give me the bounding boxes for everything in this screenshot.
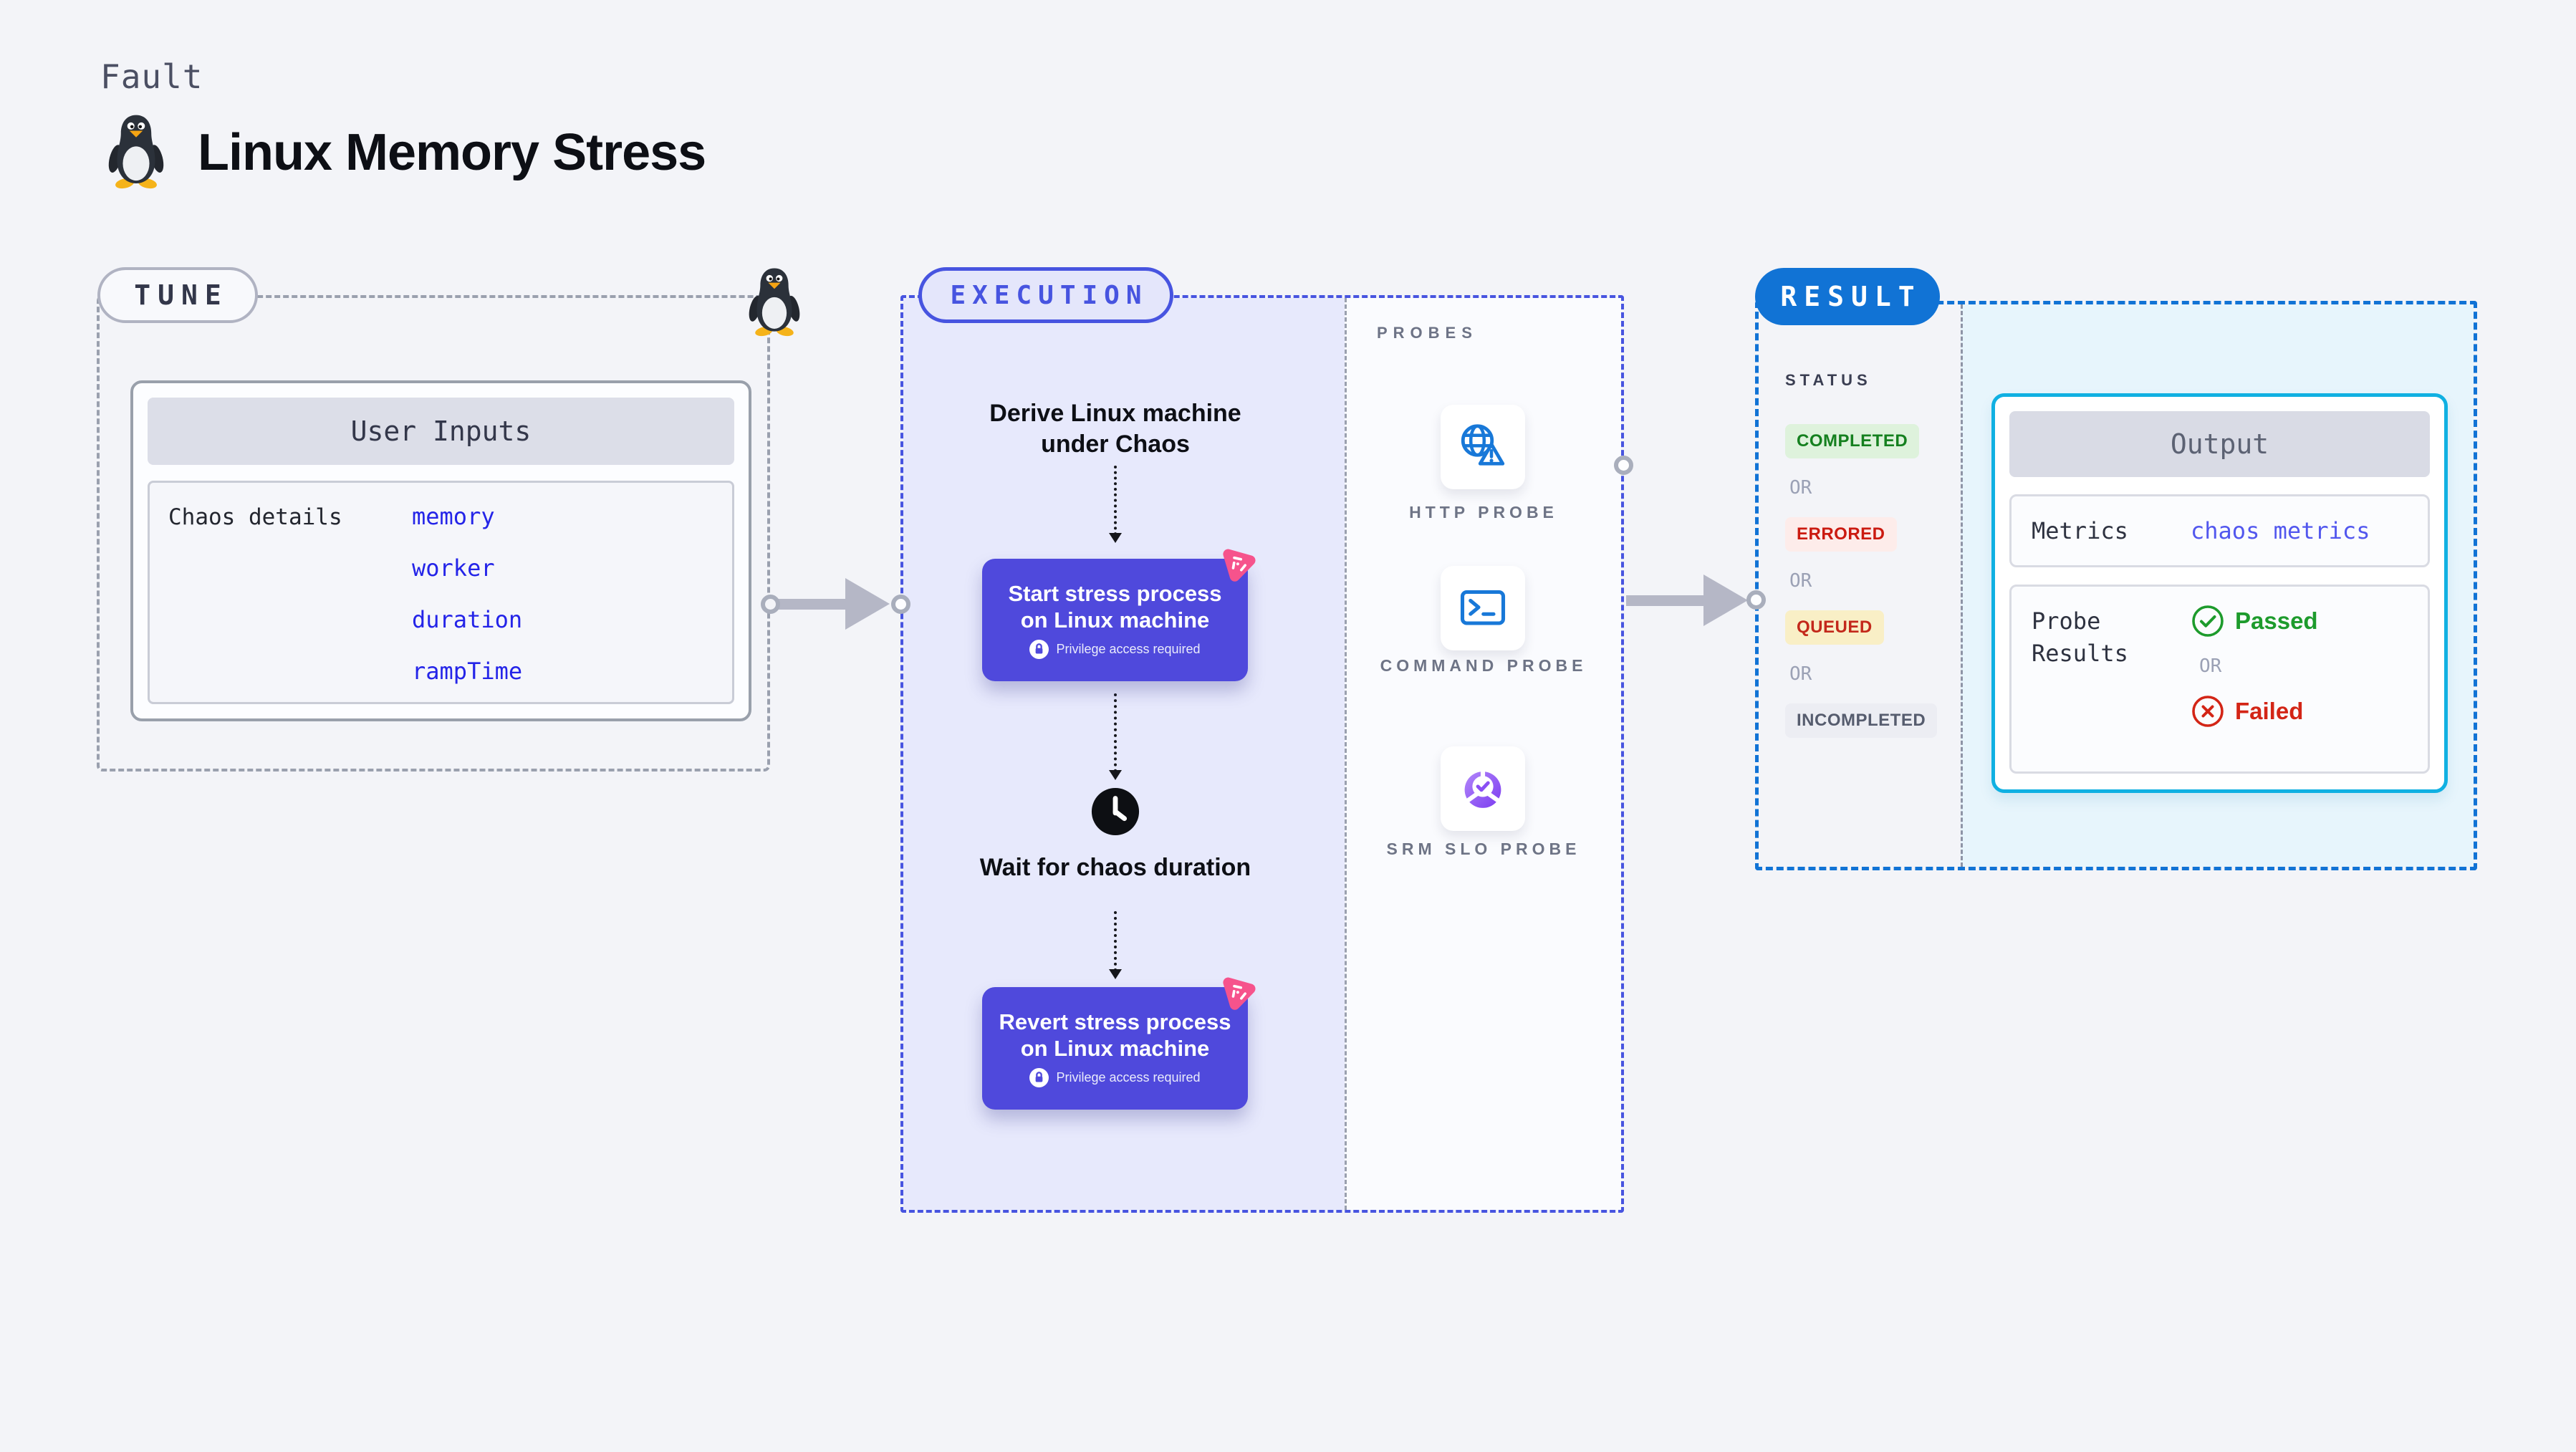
status-badge-errored: ERRORED — [1785, 517, 1897, 552]
failed-label: Failed — [2235, 698, 2304, 724]
metrics-row: Metrics chaos metrics — [2009, 494, 2430, 567]
probe-results-label: Probe Results — [2032, 607, 2128, 667]
linux-tux-corner-icon — [745, 266, 804, 337]
tune-section-pill: TUNE — [97, 267, 258, 323]
arrow-execution-to-result-head — [1703, 574, 1748, 626]
command-probe-label: COMMAND PROBE — [1380, 656, 1587, 675]
connector-dot — [1614, 456, 1633, 475]
privilege-badge: Privilege access required — [1029, 1068, 1201, 1087]
value-ramptime: rampTime — [412, 658, 523, 685]
fault-kicker: Fault — [100, 57, 203, 96]
privilege-badge: Privilege access required — [1029, 640, 1201, 659]
output-card-title: Output — [2009, 411, 2430, 477]
or-label: OR — [1789, 663, 1812, 685]
chaos-details-values: memory worker duration rampTime — [412, 503, 522, 685]
metrics-label: Metrics — [2032, 517, 2128, 544]
arrow-execution-to-result — [1626, 595, 1703, 606]
user-inputs-title: User Inputs — [148, 398, 734, 465]
or-label: OR — [2199, 655, 2222, 677]
status-title: STATUS — [1785, 371, 1872, 389]
chaos-logo-icon — [1216, 971, 1263, 1015]
user-inputs-card: User Inputs Chaos details memory worker … — [130, 380, 751, 721]
wait-duration-text: Wait for chaos duration — [979, 854, 1251, 881]
status-badge-queued: QUEUED — [1785, 610, 1884, 645]
http-probe-label: HTTP PROBE — [1409, 503, 1558, 521]
srm-slo-probe-icon — [1464, 769, 1501, 808]
srm-slo-probe-card — [1441, 746, 1525, 831]
value-worker: worker — [412, 554, 495, 582]
or-label: OR — [1789, 477, 1812, 499]
probe-results-values: Passed OR Failed — [2191, 604, 2318, 729]
lock-icon — [1029, 640, 1049, 659]
value-duration: duration — [412, 606, 523, 633]
flow-dotted-arrow — [1109, 693, 1122, 780]
derive-machine-text: Derive Linux machine under Chaos — [989, 400, 1241, 458]
linux-tux-icon — [105, 113, 168, 189]
passed-label: Passed — [2235, 607, 2318, 634]
tune-section-box — [97, 295, 770, 771]
page-title: Linux Memory Stress — [198, 124, 706, 181]
metrics-value-link: chaos metrics — [2191, 517, 2370, 544]
arrow-tune-to-execution — [774, 599, 845, 610]
revert-stress-node-title: Revert stress process on Linux machine — [999, 1009, 1231, 1061]
http-probe-icon — [1461, 424, 1505, 466]
privilege-badge-text: Privilege access required — [1056, 641, 1201, 656]
chaos-details-label: Chaos details — [168, 504, 342, 530]
command-probe-icon — [1460, 590, 1506, 625]
check-circle-icon — [2192, 605, 2224, 637]
command-probe-card — [1441, 566, 1525, 650]
arrow-tune-to-execution-head — [845, 578, 890, 630]
status-column — [1759, 304, 1961, 867]
start-stress-node: Start stress process on Linux machine Pr… — [982, 559, 1248, 681]
probe-result-failed: Failed — [2191, 694, 2318, 729]
connector-dot — [891, 595, 910, 614]
http-probe-card — [1441, 405, 1525, 489]
privilege-badge-text: Privilege access required — [1056, 1069, 1201, 1085]
srm-slo-probe-label: SRM SLO PROBE — [1386, 840, 1581, 858]
flow-dotted-arrow — [1109, 911, 1122, 979]
status-badge-incompleted: INCOMPLETED — [1785, 703, 1938, 738]
flow-dotted-arrow — [1109, 466, 1122, 543]
status-badge-completed: COMPLETED — [1785, 424, 1920, 458]
probe-result-passed: Passed — [2191, 604, 2318, 638]
output-card: Output Metrics chaos metrics Probe Resul… — [1991, 393, 2448, 793]
value-memory: memory — [412, 503, 495, 530]
chaos-logo-icon — [1216, 542, 1263, 587]
user-inputs-body: Chaos details memory worker duration ram… — [148, 481, 734, 704]
lock-icon — [1029, 1068, 1049, 1087]
revert-stress-node: Revert stress process on Linux machine P… — [982, 987, 1248, 1110]
or-label: OR — [1789, 570, 1812, 592]
execution-section-pill: EXECUTION — [918, 267, 1173, 323]
connector-dot — [1746, 590, 1766, 610]
probes-panel-label: PROBES — [1377, 324, 1478, 342]
result-section-pill: RESULT — [1755, 268, 1940, 325]
connector-dot — [761, 595, 780, 614]
start-stress-node-title: Start stress process on Linux machine — [1008, 581, 1222, 633]
clock-icon — [1091, 787, 1140, 836]
x-circle-icon — [2192, 696, 2224, 727]
probe-results-row: Probe Results Passed OR Failed — [2009, 585, 2430, 774]
status-list: COMPLETED OR ERRORED OR QUEUED OR INCOMP… — [1785, 424, 1938, 738]
